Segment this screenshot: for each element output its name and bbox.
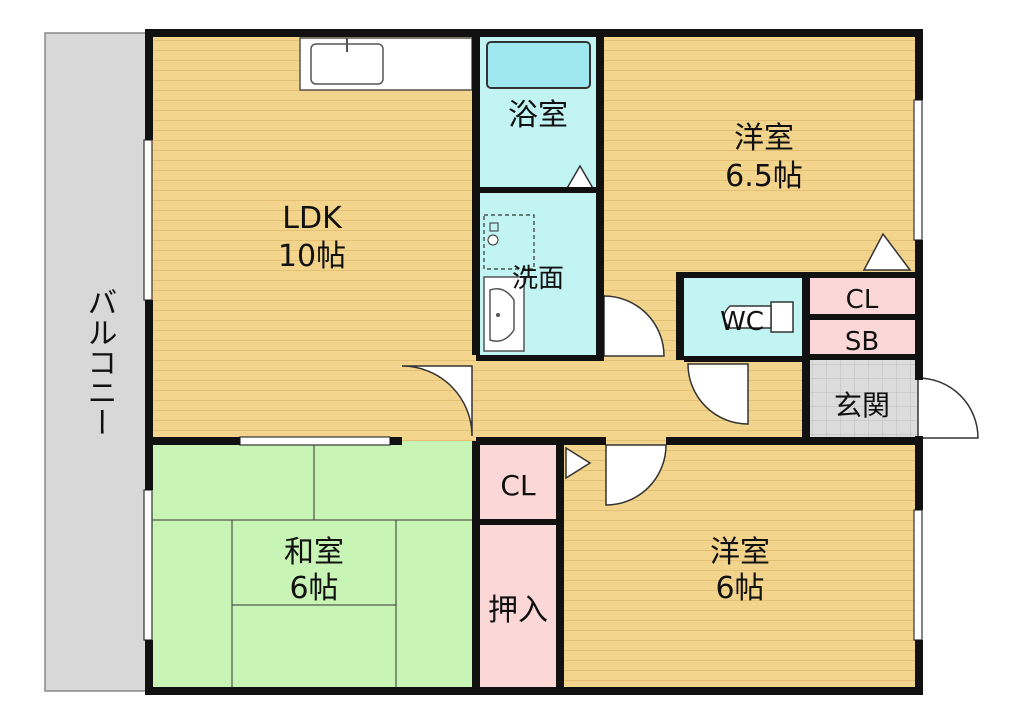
shoe-box-floor <box>806 320 918 356</box>
ldk-floor <box>148 33 476 441</box>
door-swings <box>401 295 979 506</box>
western-room-2-label: 洋室 <box>710 535 770 570</box>
toilet-fixture <box>723 301 794 333</box>
toilet-label: WC <box>720 307 764 337</box>
closet-upper-floor <box>806 276 918 316</box>
kitchen-counter <box>299 37 473 91</box>
balcony <box>44 32 149 692</box>
western-room-2-size: 6帖 <box>715 571 764 606</box>
washroom-label: 洗面 <box>512 264 564 294</box>
walls <box>145 29 923 695</box>
ldk-size: 10帖 <box>278 239 346 274</box>
ldk-label: LDK <box>282 201 343 236</box>
balcony-label: バルコニー <box>82 287 117 437</box>
closet-upper-label: CL <box>846 285 879 315</box>
vanity-sink <box>483 276 525 352</box>
entrance-label: 玄関 <box>834 389 890 422</box>
room-labels: バルコニー LDK 10帖 浴室 洗面 洋室 6.5帖 WC CL SB 玄関 … <box>82 98 891 628</box>
bathtub <box>486 41 591 89</box>
japanese-room-floor <box>148 441 476 691</box>
western-room-1-size: 6.5帖 <box>725 159 803 194</box>
tatami-lines <box>152 445 472 687</box>
storage-label: 押入 <box>488 593 548 628</box>
storage-floor <box>476 525 560 691</box>
bath-label: 浴室 <box>508 98 568 133</box>
washing-machine-space <box>483 214 535 270</box>
japanese-room-size: 6帖 <box>289 571 338 606</box>
shoe-box-label: SB <box>845 327 879 357</box>
western-room-1-label: 洋室 <box>734 121 794 156</box>
closet-lower-floor <box>476 441 560 521</box>
japanese-room-label: 和室 <box>284 535 344 570</box>
entrance-floor <box>810 360 918 441</box>
closet-lower-label: CL <box>500 469 536 502</box>
hall-floor <box>476 360 810 441</box>
